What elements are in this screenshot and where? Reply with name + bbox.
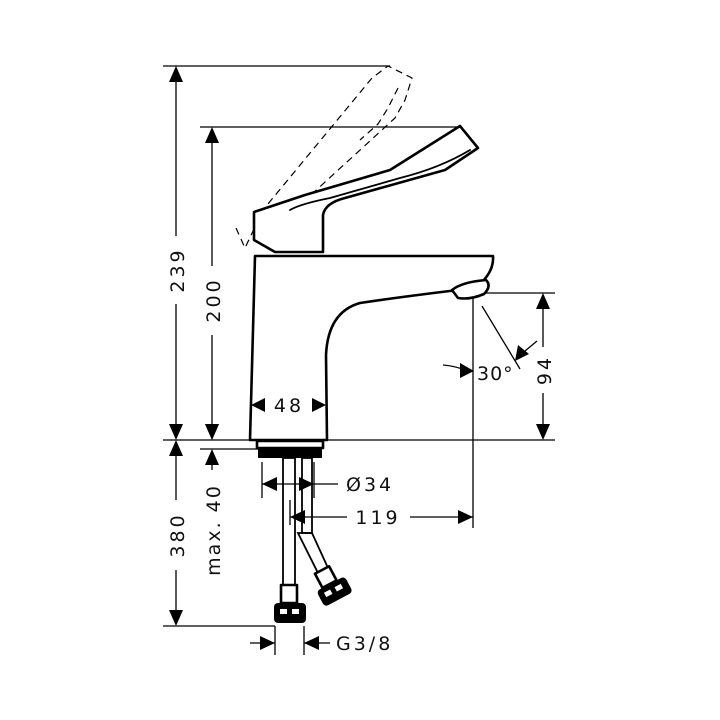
faucet-body bbox=[248, 124, 495, 623]
dimension-119: 119 bbox=[290, 507, 473, 529]
dimension-239: 239 bbox=[167, 66, 189, 440]
dimension-label-48: 48 bbox=[274, 395, 304, 417]
dimension-diameter-34: Ø34 bbox=[262, 474, 394, 496]
dimension-label-diameter-34: Ø34 bbox=[346, 474, 394, 496]
dimension-label-94: 94 bbox=[534, 355, 556, 385]
dimension-30-degree: 30° bbox=[442, 305, 538, 385]
dimension-label-g3-8: G3/8 bbox=[336, 633, 393, 655]
dimension-380: 380 bbox=[167, 440, 189, 626]
dimension-label-380: 380 bbox=[167, 512, 189, 557]
dimension-label-119: 119 bbox=[355, 507, 400, 529]
dimension-label-max-40: max. 40 bbox=[203, 484, 225, 576]
dimension-max-40: max. 40 bbox=[203, 424, 225, 576]
dimension-200: 200 bbox=[203, 127, 225, 440]
dimension-g3-8: G3/8 bbox=[250, 633, 393, 655]
dimension-48: 48 bbox=[251, 395, 326, 417]
dimension-94: 94 bbox=[534, 293, 556, 440]
dimension-label-239: 239 bbox=[167, 247, 189, 292]
extension-lines bbox=[163, 65, 555, 655]
dimension-label-30: 30° bbox=[477, 363, 514, 385]
dimension-label-200: 200 bbox=[203, 277, 225, 322]
